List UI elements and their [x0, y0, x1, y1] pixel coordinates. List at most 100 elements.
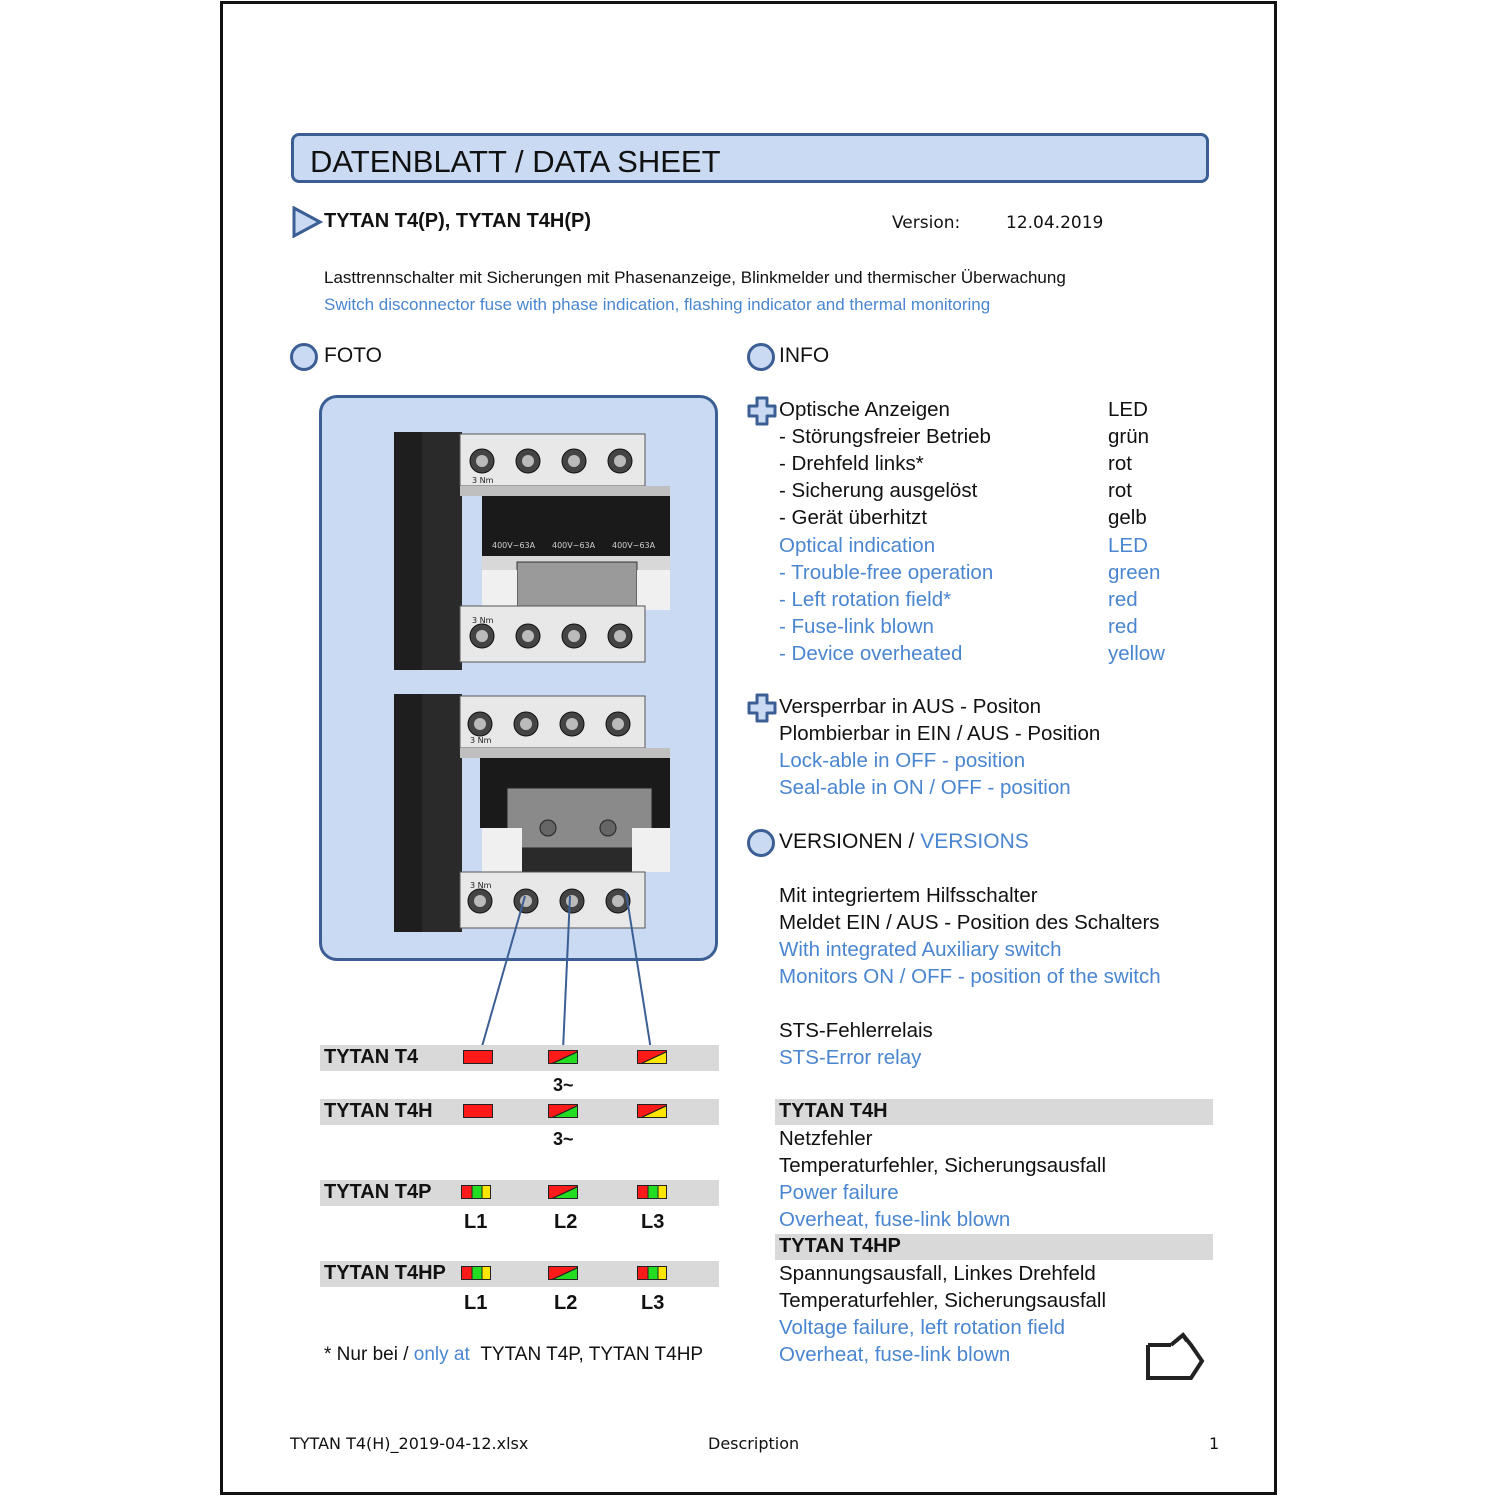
svg-text:3 Nm: 3 Nm [472, 476, 494, 485]
version-date: 12.04.2019 [1006, 213, 1104, 233]
circle-icon [747, 343, 775, 371]
description-de: Lasttrennschalter mit Sicherungen mit Ph… [324, 268, 1066, 287]
led-tricolor [461, 1266, 491, 1280]
list-item-value: LED [1108, 533, 1148, 557]
list-item-value: red [1108, 614, 1138, 638]
model-label-t4hp: TYTAN T4HP [324, 1262, 446, 1284]
svg-text:400V~63A: 400V~63A [612, 541, 656, 550]
t4hp-heading-bar [775, 1234, 1213, 1260]
footnote-models: TYTAN T4P, TYTAN T4HP [480, 1344, 704, 1365]
info-heading: INFO [779, 344, 830, 367]
circle-icon [747, 829, 775, 857]
list-item-label: - Drehfeld links* [779, 452, 924, 476]
footnote-only-at: only at [413, 1344, 470, 1365]
page-title: DATENBLATT / DATA SHEET [310, 144, 721, 179]
list-item-label: Plombierbar in EIN / AUS - Position [779, 722, 1101, 746]
plus-icon [747, 396, 777, 426]
triangle-right-icon [292, 206, 323, 238]
three-phase-label: 3~ [553, 1075, 574, 1095]
led-green-red [548, 1104, 578, 1118]
footer-file: TYTAN T4(H)_2019-04-12.xlsx [290, 1434, 529, 1453]
circle-icon [290, 343, 318, 371]
phase-label-l1: L1 [464, 1292, 488, 1314]
led-red [463, 1050, 493, 1064]
list-item-label: Monitors ON / OFF - position of the swit… [779, 965, 1161, 989]
led-green-red [548, 1266, 578, 1280]
version-label: Version: [892, 213, 961, 233]
list-item-label: STS-Error relay [779, 1046, 922, 1070]
list-item-label: - Fuse-link blown [779, 614, 934, 638]
list-item-label: Spannungsausfall, Linkes Drehfeld [779, 1262, 1096, 1285]
t4h-heading: TYTAN T4H [779, 1100, 888, 1122]
t4hp-heading: TYTAN T4HP [779, 1235, 901, 1257]
footer-sheet: Description [708, 1434, 800, 1453]
phase-label-l2: L2 [554, 1292, 578, 1314]
led-green-red [548, 1185, 578, 1199]
led-red [463, 1104, 493, 1118]
list-item-label: Seal-able in ON / OFF - position [779, 776, 1071, 800]
list-item-value: rot [1108, 452, 1132, 476]
phase-label-l1: L1 [464, 1211, 488, 1233]
three-phase-label: 3~ [553, 1129, 574, 1149]
versions-heading-de: VERSIONEN [779, 830, 903, 853]
list-item-label: - Trouble-free operation [779, 560, 994, 584]
list-item-label: Optical indication [779, 533, 936, 557]
model-label-t4p: TYTAN T4P [324, 1181, 432, 1203]
list-item-label: Overheat, fuse-link blown [779, 1208, 1011, 1232]
svg-text:3 Nm: 3 Nm [472, 616, 494, 625]
logo-icon [1146, 1332, 1205, 1380]
list-item-value: rot [1108, 479, 1132, 503]
versions-heading-en: VERSIONS [920, 830, 1029, 853]
product-name: TYTAN T4(P), TYTAN T4H(P) [324, 210, 592, 232]
led-tricolor [637, 1266, 667, 1280]
list-item-label: - Sicherung ausgelöst [779, 479, 978, 503]
versions-heading: VERSIONEN / VERSIONS [779, 830, 1029, 854]
phase-label-l3: L3 [641, 1292, 665, 1314]
foto-heading: FOTO [324, 344, 382, 367]
model-label-t4h: TYTAN T4H [324, 1100, 433, 1122]
list-item-value: red [1108, 587, 1138, 611]
page-frame [220, 1, 1277, 1495]
footer-page: 1 [1209, 1434, 1220, 1453]
led-green-red [548, 1050, 578, 1064]
list-item-label: - Störungsfreier Betrieb [779, 425, 991, 449]
device-upper: 400V~63A 400V~63A 400V~63A 3 Nm 3 Nm [394, 432, 670, 670]
list-item-label: Lock-able in OFF - position [779, 749, 1026, 773]
list-item-label: With integrated Auxiliary switch [779, 938, 1062, 962]
list-item-value: yellow [1108, 641, 1165, 665]
title-box: DATENBLATT / DATA SHEET [291, 133, 1209, 183]
list-item-label: Overheat, fuse-link blown [779, 1343, 1011, 1367]
plus-icon [747, 693, 777, 723]
versions-heading-sep: / [902, 830, 921, 853]
phase-label-l3: L3 [641, 1211, 665, 1233]
list-item-label: - Left rotation field* [779, 587, 952, 611]
list-item-label: Voltage failure, left rotation field [779, 1316, 1066, 1340]
list-item-value: grün [1108, 425, 1150, 449]
list-item-label: Optische Anzeigen [779, 398, 950, 421]
device-illustration: 400V~63A 400V~63A 400V~63A 3 Nm 3 Nm [394, 432, 670, 932]
list-item-label: - Gerät überhitzt [779, 506, 928, 530]
led-tricolor [461, 1185, 491, 1199]
footnote: * Nur bei / only at TYTAN T4P, TYTAN T4H… [324, 1344, 703, 1366]
svg-text:3 Nm: 3 Nm [470, 881, 492, 890]
device-lower: 3 Nm 3 Nm [394, 694, 670, 932]
list-item-label: STS-Fehlerrelais [779, 1019, 933, 1042]
list-item-label: Netzfehler [779, 1127, 873, 1150]
phase-label-l2: L2 [554, 1211, 578, 1233]
list-item-label: Versperrbar in AUS - Positon [779, 695, 1042, 718]
list-item-value: gelb [1108, 506, 1147, 530]
svg-text:3 Nm: 3 Nm [470, 736, 492, 745]
t4h-heading-bar [775, 1099, 1213, 1125]
list-item-label: Meldet EIN / AUS - Position des Schalter… [779, 911, 1160, 935]
led-tricolor [637, 1185, 667, 1199]
led-red-yellow [637, 1050, 667, 1064]
list-item-value: green [1108, 560, 1161, 584]
list-item-label: - Device overheated [779, 641, 963, 665]
list-item-label: Temperaturfehler, Sicherungsausfall [779, 1154, 1107, 1178]
model-label-t4: TYTAN T4 [324, 1046, 419, 1068]
list-item-value: LED [1108, 398, 1148, 421]
svg-text:400V~63A: 400V~63A [492, 541, 536, 550]
list-item-label: Mit integriertem Hilfsschalter [779, 884, 1038, 907]
svg-text:400V~63A: 400V~63A [552, 541, 596, 550]
description-en: Switch disconnector fuse with phase indi… [324, 295, 991, 314]
